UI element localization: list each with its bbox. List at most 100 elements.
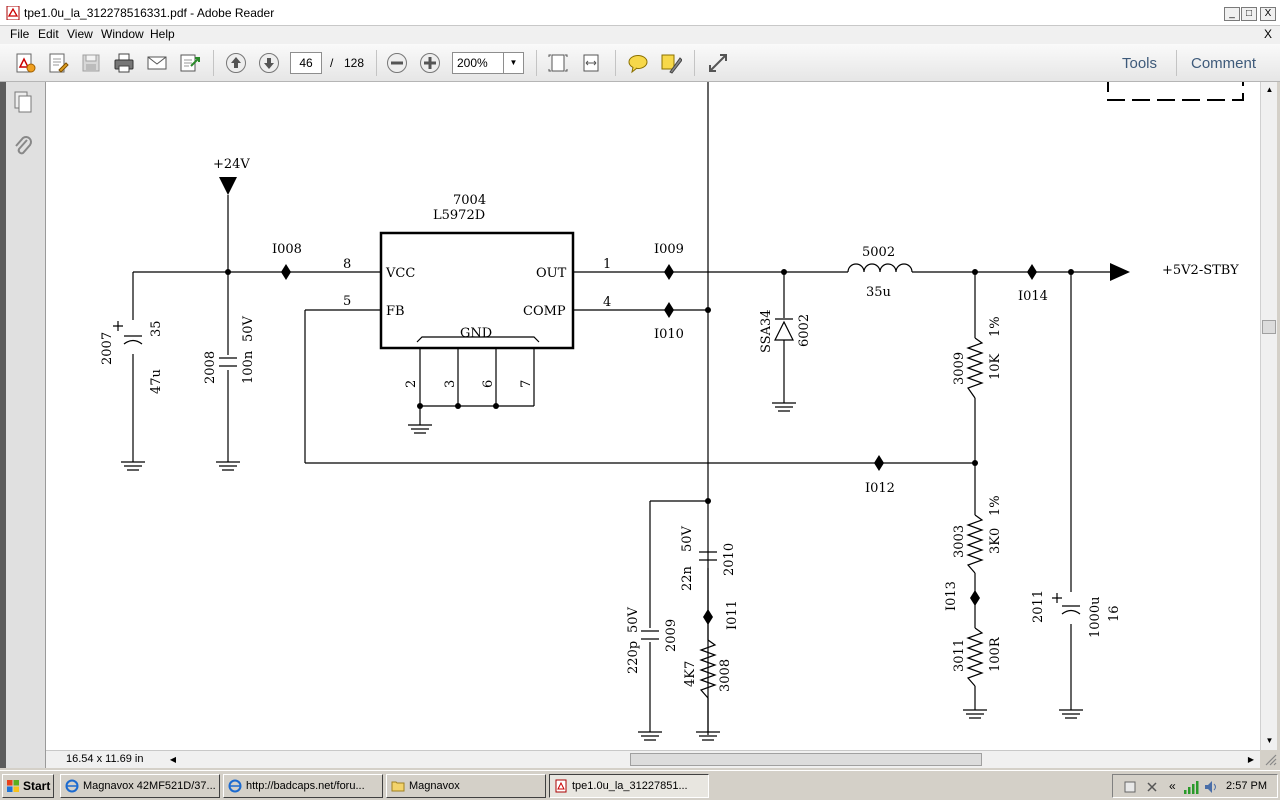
previous-page-icon[interactable] xyxy=(225,52,247,74)
tray-tool-icon[interactable] xyxy=(1145,780,1159,794)
r3003-ref: 3003 xyxy=(952,525,967,558)
zoom-in-icon[interactable] xyxy=(419,52,441,74)
create-pdf-icon[interactable] xyxy=(14,52,36,74)
close-button[interactable]: X xyxy=(1260,7,1276,21)
pin-number-8: 8 xyxy=(343,257,351,272)
c2007-value: 47u xyxy=(149,369,164,394)
nodes xyxy=(219,177,1130,625)
task-label: Magnavox 42MF521D/37... xyxy=(83,780,216,792)
ie-browser-icon xyxy=(228,779,242,793)
horizontal-scroll-thumb[interactable] xyxy=(630,753,982,766)
navigation-panel xyxy=(0,82,46,768)
fit-page-icon[interactable] xyxy=(547,52,569,74)
c2011-ref: 2011 xyxy=(1031,590,1046,623)
schematic-diagram: +24V 7004 L5972D VCC FB OUT COMP GND 8 5… xyxy=(100,82,1244,741)
d6002-part: SSA34 xyxy=(759,309,774,353)
zoom-value: 200% xyxy=(457,56,488,70)
menu-help[interactable]: Help xyxy=(150,27,175,41)
close-document-button[interactable]: X xyxy=(1263,27,1272,41)
task-magnavox-folder[interactable]: Magnavox xyxy=(386,774,546,798)
maximize-button[interactable]: □ xyxy=(1241,7,1257,21)
print-icon[interactable] xyxy=(113,52,135,74)
next-page-icon[interactable] xyxy=(258,52,280,74)
total-pages: 128 xyxy=(344,56,365,70)
fit-width-icon[interactable] xyxy=(580,52,602,74)
menu-window[interactable]: Window xyxy=(101,27,144,41)
r3009-ref: 3009 xyxy=(952,352,967,385)
toolbar: 46 / 128 200% ▼ Tools Comment xyxy=(0,44,1280,82)
clock: 2:57 PM xyxy=(1226,780,1267,792)
horizontal-scrollbar[interactable]: ◀ ▶ xyxy=(166,752,1260,767)
c2007-voltage: 35 xyxy=(149,320,164,337)
pin-number-3: 3 xyxy=(443,380,458,388)
l5002-value: 35u xyxy=(866,285,891,300)
minimize-button[interactable]: _ xyxy=(1224,7,1240,21)
vertical-scrollbar[interactable]: ▲ ▼ xyxy=(1260,82,1277,750)
menu-view[interactable]: View xyxy=(67,27,93,41)
pdf-file-icon xyxy=(555,779,567,793)
tray-app-icon[interactable] xyxy=(1123,780,1137,794)
task-adobe-reader[interactable]: tpe1.0u_la_31227851... xyxy=(549,774,709,798)
ic-part: L5972D xyxy=(433,208,485,223)
scroll-right-icon[interactable]: ▶ xyxy=(1247,755,1255,764)
r3009-value: 10K xyxy=(988,353,1003,380)
pin-out: OUT xyxy=(536,266,567,281)
ic-7004-body xyxy=(379,231,575,350)
pin-number-4: 4 xyxy=(603,295,611,310)
pin-comp: COMP xyxy=(523,304,566,319)
c2011-voltage: 16 xyxy=(1107,605,1122,622)
c2010-ref: 2010 xyxy=(722,543,737,576)
scroll-down-icon[interactable]: ▼ xyxy=(1265,736,1274,745)
scroll-left-icon[interactable]: ◀ xyxy=(169,755,177,764)
toolbar-separator xyxy=(615,50,616,76)
chevron-down-icon[interactable]: ▼ xyxy=(503,53,523,73)
supply-out-label: +5V2-STBY xyxy=(1162,263,1239,278)
resize-grip-icon[interactable] xyxy=(1263,752,1277,766)
page-number-input[interactable]: 46 xyxy=(290,52,322,74)
tools-button[interactable]: Tools xyxy=(1122,55,1158,72)
ground-symbols xyxy=(113,321,1083,741)
pin-fb: FB xyxy=(386,304,405,319)
pin-number-1: 1 xyxy=(603,257,611,272)
vertical-scroll-thumb[interactable] xyxy=(1262,320,1276,334)
review-icon[interactable] xyxy=(179,52,201,74)
r3003-tolerance: 1% xyxy=(988,495,1003,516)
menu-bar: File Edit View Window Help X xyxy=(0,26,1280,44)
zoom-select[interactable]: 200% ▼ xyxy=(452,52,524,74)
task-label: Magnavox xyxy=(409,780,460,792)
status-bar: 16.54 x 11.69 in ◀ ▶ xyxy=(46,750,1260,768)
start-button[interactable]: Start xyxy=(2,774,54,798)
full-screen-icon[interactable] xyxy=(707,52,729,74)
highlight-icon[interactable] xyxy=(660,52,682,74)
page-size: 16.54 x 11.69 in xyxy=(66,753,144,765)
window-title: tpe1.0u_la_312278516331.pdf - Adobe Read… xyxy=(24,6,275,20)
c2008-voltage: 50V xyxy=(241,315,256,342)
zoom-out-icon[interactable] xyxy=(386,52,408,74)
edit-pdf-icon[interactable] xyxy=(47,52,69,74)
r3008-value: 4K7 xyxy=(683,661,698,687)
adobe-reader-icon xyxy=(6,6,20,20)
task-magnavox-firefox[interactable]: Magnavox 42MF521D/37... xyxy=(60,774,220,798)
c2009-voltage: 50V xyxy=(626,606,641,633)
c2008-value: 100n xyxy=(241,350,256,384)
r3011-ref: 3011 xyxy=(952,639,967,672)
volume-icon[interactable] xyxy=(1203,779,1219,795)
menu-file[interactable]: File xyxy=(10,27,30,41)
task-badcaps[interactable]: http://badcaps.net/foru... xyxy=(223,774,383,798)
toolbar-separator xyxy=(1176,50,1177,76)
network-signal-icon[interactable] xyxy=(1183,779,1199,795)
r3011-value: 100R xyxy=(988,636,1003,672)
pages-icon[interactable] xyxy=(12,90,34,114)
email-icon[interactable] xyxy=(146,52,168,74)
c2009-ref: 2009 xyxy=(664,619,679,652)
scroll-up-icon[interactable]: ▲ xyxy=(1265,85,1274,94)
menu-edit[interactable]: Edit xyxy=(38,27,59,41)
pin-vcc: VCC xyxy=(385,266,415,281)
document-view[interactable]: +24V 7004 L5972D VCC FB OUT COMP GND 8 5… xyxy=(46,82,1260,750)
show-hidden-icons-icon[interactable]: « xyxy=(1169,779,1176,793)
c2008-ref: 2008 xyxy=(203,351,218,384)
comment-icon[interactable] xyxy=(627,52,649,74)
comment-button[interactable]: Comment xyxy=(1191,55,1257,72)
attachments-icon[interactable] xyxy=(12,134,34,158)
save-icon[interactable] xyxy=(80,52,102,74)
